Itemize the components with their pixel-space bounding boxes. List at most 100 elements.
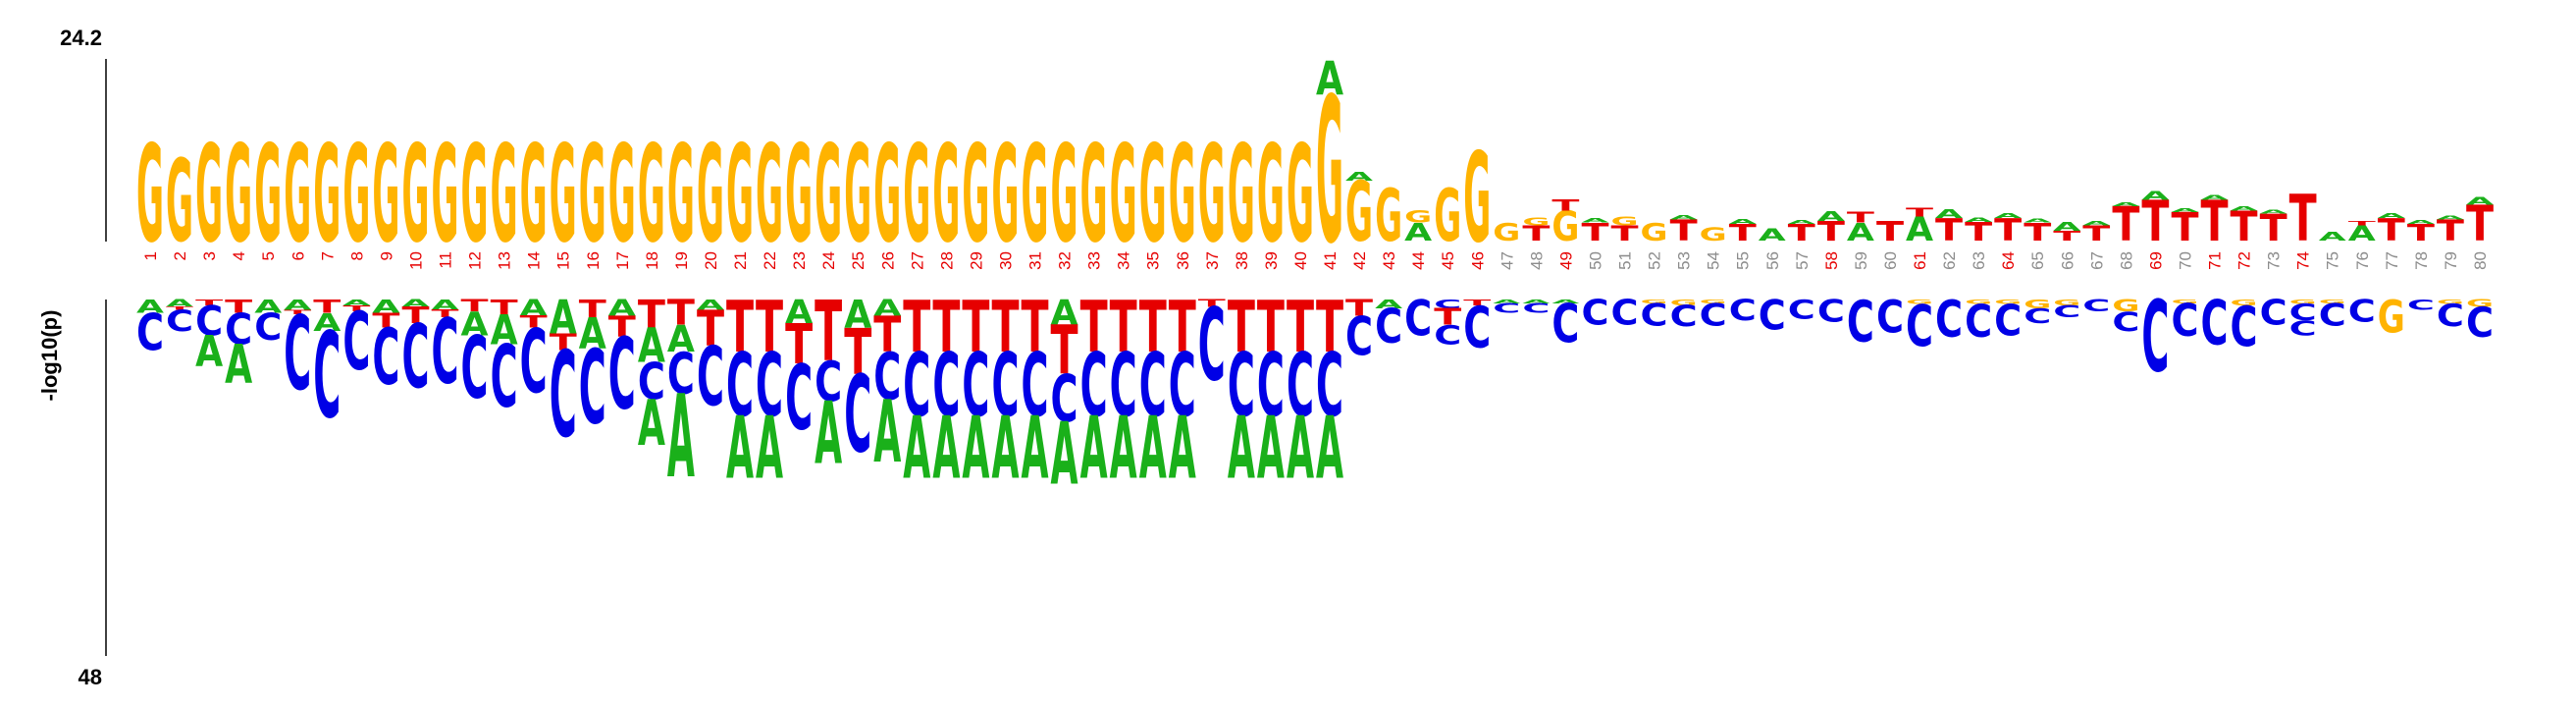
glyph-A-pos49-dn-0: A — [1551, 299, 1579, 304]
glyph-G-pos26-up-0: G — [873, 118, 901, 273]
glyph-C-pos25-dn-2: C — [844, 354, 871, 477]
glyph-T-pos4-dn-0: T — [225, 296, 252, 317]
tick-label-66: 66 — [2058, 251, 2077, 270]
glyph-T-pos62-up-1: T — [1935, 212, 1963, 248]
glyph-G-pos52-dn-0: G — [1641, 299, 1668, 304]
glyph-T-pos76-up-0: T — [2348, 220, 2376, 227]
glyph-A-pos18-dn-1: A — [638, 319, 665, 373]
tick-label-43: 43 — [1380, 251, 1398, 270]
glyph-G-pos53-dn-0: G — [1670, 298, 1698, 307]
glyph-A-pos53-up-0: A — [1670, 214, 1698, 221]
glyph-A-pos69-up-0: A — [2141, 190, 2169, 203]
glyph-G-pos75-dn-0: G — [2319, 299, 2346, 304]
glyph-T-pos68-up-1: T — [2112, 196, 2139, 252]
glyph-A-pos3-dn-2: A — [195, 328, 223, 377]
tick-label-1: 1 — [141, 251, 160, 260]
glyph-T-pos58-up-1: T — [1817, 217, 1845, 247]
tick-label-55: 55 — [1734, 251, 1753, 270]
glyph-G-pos30-up-0: G — [991, 118, 1019, 273]
glyph-A-pos42-up-0: A — [1345, 170, 1373, 184]
glyph-C-pos18-dn-2: C — [638, 353, 665, 411]
glyph-C-pos19-dn-2: C — [667, 340, 695, 408]
glyph-T-pos13-dn-0: T — [491, 296, 519, 319]
tick-label-12: 12 — [466, 251, 485, 270]
tick-label-20: 20 — [702, 251, 720, 270]
tick-label-24: 24 — [819, 251, 838, 270]
glyph-C-pos28-dn-1: C — [932, 335, 960, 437]
tick-label-57: 57 — [1793, 251, 1812, 270]
tick-label-61: 61 — [1911, 251, 1929, 270]
tick-label-56: 56 — [1763, 251, 1782, 270]
glyph-C-pos62-dn-0: C — [1935, 290, 1963, 349]
tick-label-28: 28 — [937, 251, 956, 270]
tick-label-78: 78 — [2412, 251, 2431, 270]
glyph-T-pos71-up-1: T — [2201, 189, 2229, 253]
tick-label-73: 73 — [2265, 251, 2284, 270]
glyph-A-pos35-dn-2: A — [1139, 399, 1167, 499]
glyph-C-pos34-dn-1: C — [1110, 335, 1137, 437]
glyph-C-pos29-dn-1: C — [962, 335, 989, 437]
glyph-T-pos40-dn-0: T — [1287, 285, 1314, 368]
glyph-G-pos41-up-1: G — [1316, 57, 1343, 289]
glyph-T-pos50-up-1: T — [1581, 218, 1609, 247]
glyph-A-pos28-dn-2: A — [932, 399, 960, 499]
glyph-A-pos29-dn-2: A — [962, 399, 989, 499]
glyph-A-pos44-up-1: A — [1404, 218, 1432, 246]
glyph-A-pos50-up-0: A — [1581, 217, 1608, 224]
glyph-G-pos21-up-0: G — [726, 118, 754, 273]
tick-label-53: 53 — [1675, 251, 1694, 270]
glyph-A-pos34-dn-2: A — [1110, 399, 1137, 499]
glyph-G-pos9-up-0: G — [372, 118, 399, 273]
glyph-G-pos74-dn-0: G — [2289, 299, 2317, 305]
glyph-T-pos73-up-1: T — [2260, 207, 2287, 250]
glyph-T-pos48-up-1: T — [1522, 222, 1551, 245]
glyph-T-pos2-dn-1: T — [166, 306, 193, 311]
tick-label-37: 37 — [1203, 251, 1222, 270]
tick-label-26: 26 — [878, 251, 897, 270]
glyph-T-pos10-dn-1: T — [401, 302, 429, 329]
glyph-T-pos61-up-0: T — [1906, 205, 1933, 219]
glyph-C-pos33-dn-1: C — [1080, 335, 1108, 437]
glyph-C-pos39-dn-1: C — [1257, 335, 1285, 437]
glyph-C-pos11-dn-2: C — [432, 300, 459, 405]
glyph-A-pos56-up-0: A — [1759, 226, 1786, 245]
tick-label-17: 17 — [613, 251, 632, 270]
glyph-G-pos12-up-0: G — [461, 118, 489, 273]
glyph-A-pos80-up-0: A — [2466, 195, 2495, 207]
glyph-G-pos27-up-0: G — [903, 118, 930, 273]
glyph-C-pos16-dn-2: C — [579, 329, 606, 448]
glyph-T-pos32-dn-1: T — [1051, 313, 1078, 391]
tick-label-48: 48 — [1527, 251, 1546, 270]
glyph-T-pos60-up-0: T — [1876, 217, 1904, 247]
glyph-A-pos67-up-0: A — [2082, 220, 2110, 227]
glyph-G-pos10-up-0: G — [401, 118, 429, 273]
tick-label-64: 64 — [1999, 251, 2018, 270]
glyph-T-pos23-dn-1: T — [785, 312, 813, 377]
tick-label-52: 52 — [1646, 251, 1664, 270]
glyph-A-pos7-dn-1: A — [313, 308, 341, 337]
glyph-A-pos27-dn-2: A — [903, 399, 930, 499]
glyph-T-pos49-up-0: T — [1551, 196, 1580, 214]
glyph-C-pos42-dn-1: C — [1345, 306, 1373, 367]
glyph-C-pos73-dn-0: C — [2260, 293, 2287, 333]
glyph-A-pos48-dn-0: A — [1522, 299, 1550, 304]
glyph-T-pos63-up-1: T — [1965, 217, 1993, 246]
glyph-T-pos6-dn-1: T — [284, 308, 311, 315]
tick-label-34: 34 — [1115, 251, 1133, 270]
glyph-T-pos51-up-1: T — [1611, 222, 1640, 245]
glyph-G-pos13-up-0: G — [491, 118, 518, 273]
tick-label-25: 25 — [849, 251, 867, 270]
glyph-A-pos13-dn-1: A — [491, 307, 518, 354]
glyph-A-pos71-up-0: A — [2201, 193, 2230, 201]
glyph-C-pos15-dn-2: C — [550, 328, 577, 465]
glyph-C-pos66-dn-1: C — [2053, 302, 2080, 321]
tick-label-18: 18 — [643, 251, 661, 270]
tick-label-72: 72 — [2235, 251, 2254, 270]
glyph-C-pos72-dn-1: C — [2231, 295, 2258, 358]
glyph-A-pos5-dn-0: A — [254, 296, 283, 317]
tick-label-14: 14 — [525, 251, 544, 270]
glyph-G-pos29-up-0: G — [962, 118, 989, 273]
glyph-A-pos39-dn-2: A — [1257, 399, 1285, 499]
glyph-C-pos61-dn-1: C — [1906, 293, 1933, 360]
